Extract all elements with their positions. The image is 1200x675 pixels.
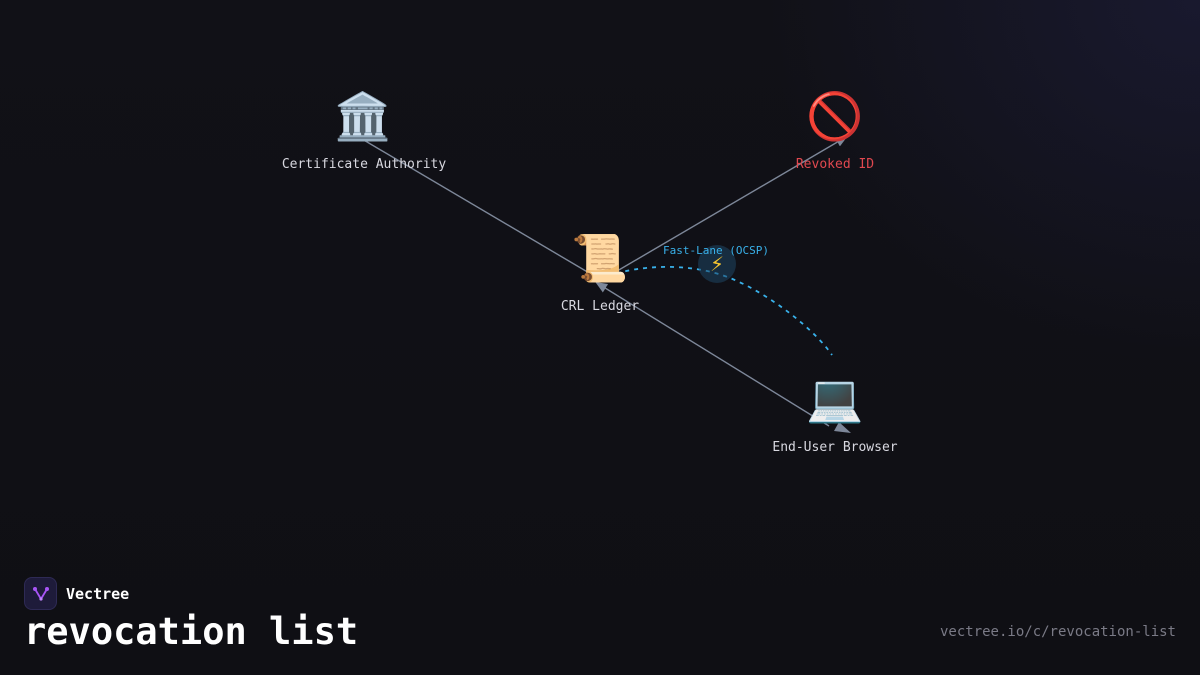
page-title: revocation list <box>24 610 359 653</box>
edge-browser-to-crl <box>595 281 830 427</box>
edge-ca-to-crl <box>361 138 597 278</box>
arrowhead-browser <box>834 422 851 433</box>
page-url[interactable]: vectree.io/c/revocation-list <box>939 624 1176 640</box>
edge-crl-to-revoked <box>611 135 848 275</box>
edge-fast-lane-ocsp <box>607 265 833 356</box>
laptop-icon[interactable]: 💻 <box>806 371 864 425</box>
edge-label-fast-lane: Fast-Lane (OCSP) <box>663 244 769 257</box>
node-label-crl-ledger: CRL Ledger <box>560 299 640 314</box>
bank-building-icon[interactable]: 🏛️ <box>334 89 392 143</box>
brand-name: Vectree <box>66 584 130 603</box>
prohibited-icon[interactable]: 🚫 <box>806 89 864 143</box>
node-label-certificate-authority: Certificate Authority <box>281 157 447 172</box>
scroll-icon[interactable]: 📜 <box>571 231 629 285</box>
node-label-end-user-browser: End-User Browser <box>772 440 898 455</box>
vectree-logo-icon <box>24 577 57 610</box>
brand: Vectree <box>24 577 129 610</box>
lightning-bolt-icon: ⚡ <box>698 245 736 283</box>
node-label-revoked-id: Revoked ID <box>795 157 875 172</box>
